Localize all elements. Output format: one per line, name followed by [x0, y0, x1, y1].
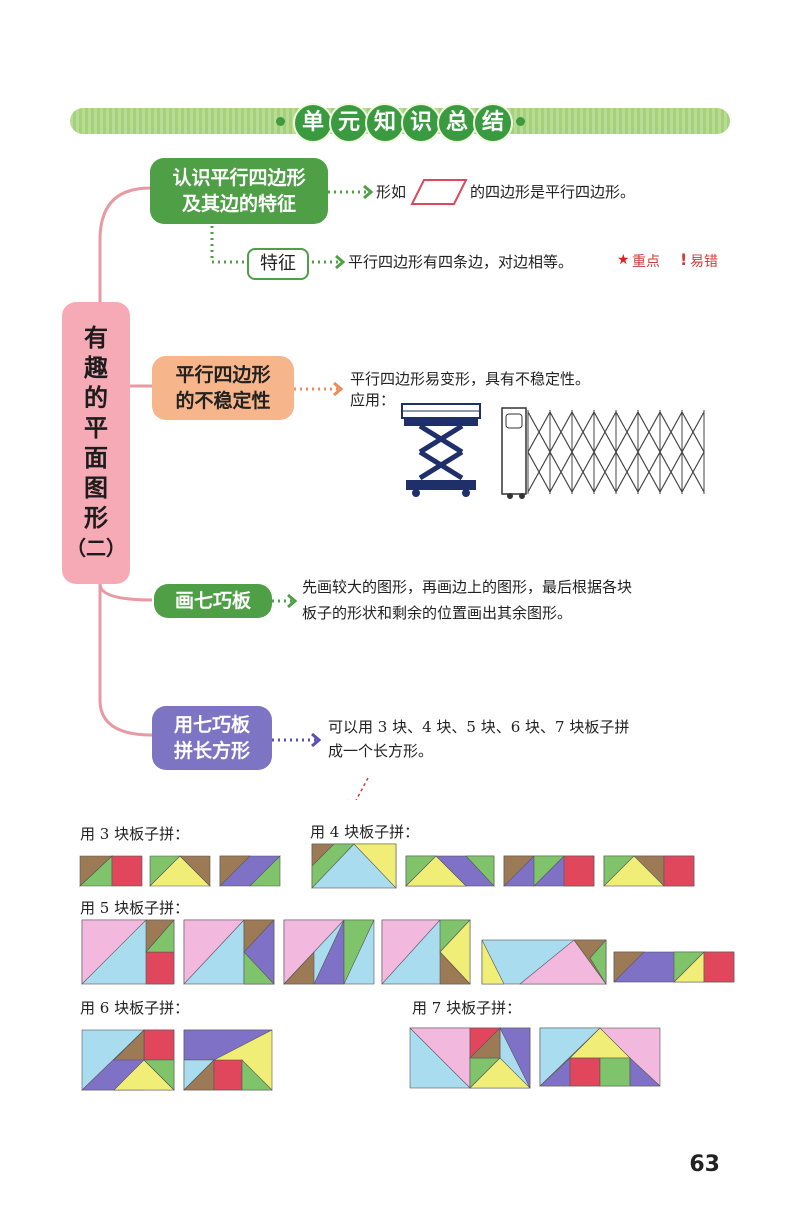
tangram-5c: [283, 919, 375, 985]
label-use-3: 用 3 块板子拼：: [80, 825, 190, 843]
title-char: 知: [365, 103, 405, 143]
star-icon: ★: [617, 252, 630, 268]
tangram-5a: [81, 919, 175, 985]
key-point-label: 重点: [632, 254, 660, 270]
tangram-4d: [603, 855, 695, 887]
tangram-4b: [405, 855, 495, 887]
parallelogram-icon: [410, 179, 468, 205]
tangram-6a: [81, 1029, 175, 1091]
branch-label-line1: 画七巧板: [174, 590, 251, 612]
application-label: 应用：: [350, 391, 396, 409]
tangram-3a: [79, 855, 143, 887]
tangram-5d: [381, 919, 471, 985]
branch-label-line2: 的不稳定性: [175, 390, 271, 412]
title-char: 结: [473, 103, 513, 143]
branch-label-line1: 平行四边形: [175, 364, 271, 386]
tangram-7b: [539, 1027, 661, 1087]
tangram-4c: [503, 855, 595, 887]
label-use-6: 用 6 块板子拼：: [80, 999, 190, 1017]
main-topic: 有 趣 的 平 面 图 形 （二）: [62, 302, 130, 584]
topic-char: 趣: [84, 354, 108, 382]
rectangle-text-2: 成一个长方形。: [328, 742, 434, 760]
topic-char: 形: [84, 504, 108, 532]
tangram-5e: [481, 939, 607, 986]
rectangle-text-1: 可以用 3 块、4 块、5 块、6 块、7 块板子拼: [328, 718, 630, 736]
title-char: 元: [329, 103, 369, 143]
exclamation-icon: !: [680, 250, 688, 269]
instability-text: 平行四边形易变形，具有不稳定性。: [350, 370, 591, 388]
draw-tangram-text-2: 板子的形状和剩余的位置画出其余图形。: [302, 604, 573, 622]
tangram-5b: [183, 919, 275, 985]
topic-char: 面: [84, 444, 108, 472]
branch-instability: 平行四边形 的不稳定性: [152, 356, 294, 420]
page-number: 63: [689, 1152, 720, 1177]
mind-map-connectors: [98, 184, 374, 800]
banner-dot-left: [276, 117, 285, 126]
branch-label-line1: 认识平行四边形: [172, 167, 306, 189]
tangram-4a: [311, 843, 397, 889]
label-use-5: 用 5 块板子拼：: [80, 899, 190, 917]
tangram-5f: [613, 951, 735, 983]
draw-tangram-text-1: 先画较大的图形，再画边上的图形，最后根据各块: [302, 578, 633, 596]
branch-form-rectangle: 用七巧板 拼长方形: [152, 706, 272, 770]
title-char: 识: [401, 103, 441, 143]
title-char: 总: [437, 103, 477, 143]
feature-tag: 特征: [247, 248, 309, 280]
feature-text: 平行四边形有四条边，对边相等。: [348, 253, 574, 271]
branch-draw-tangram: 画七巧板: [154, 584, 272, 618]
banner-dot-right: [516, 117, 525, 126]
topic-char: 图: [84, 474, 108, 502]
topic-char: 的: [84, 384, 108, 412]
title-char: 单: [293, 103, 333, 143]
branch-parallelogram-sides: 认识平行四边形 及其边的特征: [150, 158, 328, 224]
branch-label-line1: 用七巧板: [173, 714, 250, 736]
topic-char: （二）: [66, 536, 126, 560]
scissor-lift-image: [401, 403, 481, 497]
topic-char: 平: [84, 414, 108, 442]
definition-text-before: 形如: [376, 183, 407, 201]
label-use-7: 用 7 块板子拼：: [412, 999, 522, 1017]
tangram-3b: [149, 855, 211, 887]
tangram-3c: [219, 855, 281, 887]
definition-text-after: 的四边形是平行四边形。: [470, 183, 636, 201]
tangram-6b: [183, 1029, 273, 1091]
label-use-4: 用 4 块板子拼：: [310, 823, 420, 841]
tangram-7a: [409, 1027, 531, 1089]
error-prone-label: 易错: [690, 254, 718, 270]
folding-gate-image: [501, 407, 705, 499]
branch-label-line2: 拼长方形: [173, 740, 250, 762]
topic-char: 有: [84, 324, 108, 352]
branch-label-line2: 及其边的特征: [181, 193, 296, 215]
